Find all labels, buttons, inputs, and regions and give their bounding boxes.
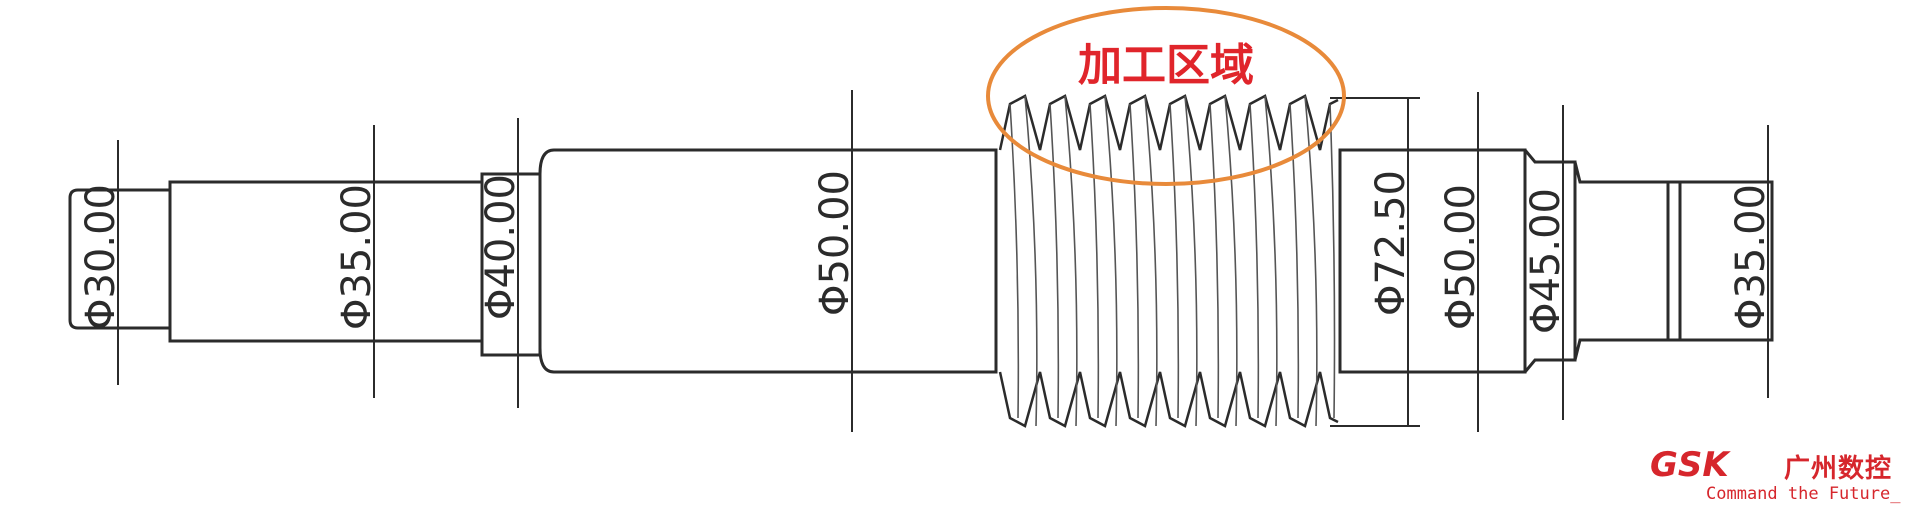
- shaft-section-4: [538, 148, 998, 374]
- dim-label-50-right: Φ50.00: [1438, 184, 1484, 330]
- thread-teeth: [998, 94, 1339, 428]
- dim-label-72-5: Φ72.50: [1368, 170, 1414, 316]
- shaft-section-9: [1668, 180, 1774, 342]
- dim-label-40: Φ40.00: [478, 174, 524, 320]
- shaft-section-1: [68, 188, 170, 330]
- logo-slogan: Command the Future_: [1706, 484, 1901, 504]
- svg-text:GSK: GSK: [1650, 448, 1731, 480]
- shaft-section-7: [1523, 149, 1577, 373]
- processing-area-ellipse: [986, 6, 1346, 186]
- shaft-section-3: [480, 172, 542, 357]
- dim-label-30: Φ30.00: [78, 184, 124, 330]
- gsk-logo-mark: GSK: [1650, 448, 1731, 480]
- thread-helix-lines: [1009, 95, 1336, 427]
- shaft-section-8: [1573, 161, 1670, 361]
- logo-chinese-name: 广州数控: [1784, 454, 1893, 484]
- dim-label-45: Φ45.00: [1523, 188, 1569, 334]
- dim-label-50-left: Φ50.00: [812, 170, 858, 316]
- shaft-section-6: [1338, 148, 1527, 374]
- dim-label-35-left: Φ35.00: [334, 184, 380, 330]
- dim-label-35-right: Φ35.00: [1728, 184, 1774, 330]
- shaft-section-2: [168, 180, 484, 343]
- processing-area-label: 加工区域: [1078, 40, 1254, 91]
- gsk-logo: GSK 广州数控 Command the Future_: [1650, 448, 1920, 506]
